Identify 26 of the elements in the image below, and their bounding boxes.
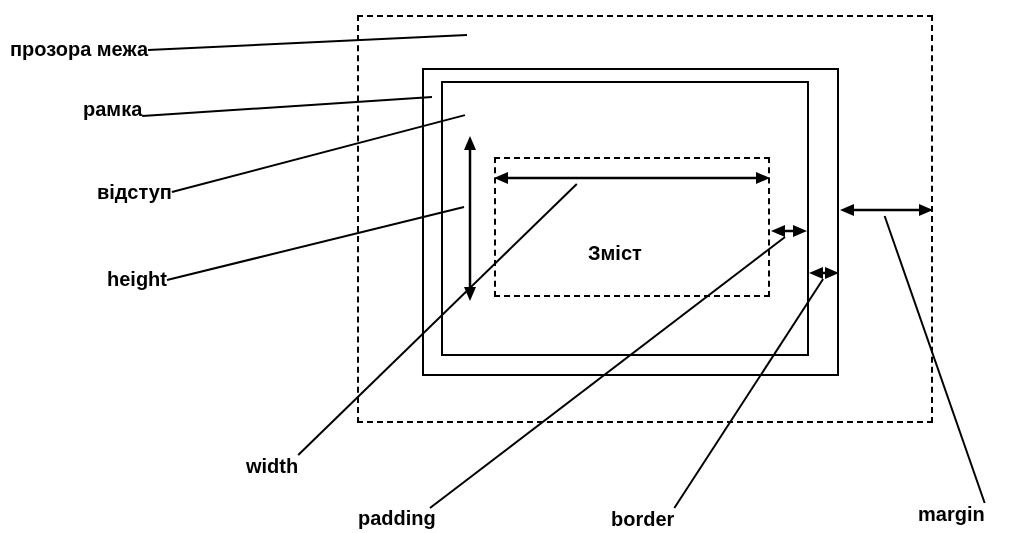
content-label: Зміст	[588, 242, 642, 265]
double-headed-arrow	[809, 267, 839, 279]
leader-line	[673, 278, 825, 509]
callout-label: height	[107, 268, 167, 290]
callout-label: margin	[918, 503, 985, 525]
double-headed-arrow	[840, 204, 933, 216]
callout-label: відступ	[97, 181, 172, 203]
content-box	[494, 157, 770, 297]
leader-line	[429, 236, 787, 509]
callout-label: border	[611, 508, 675, 530]
solid-box	[422, 68, 839, 376]
leader-line	[297, 183, 578, 456]
callout-label: width	[246, 455, 299, 477]
solid-box	[441, 81, 809, 356]
callout-label: padding	[358, 507, 436, 529]
leader-line	[883, 215, 986, 504]
leader-line	[166, 205, 465, 281]
callout-label: прозора межа	[10, 38, 148, 60]
dashed-box	[357, 15, 933, 423]
leader-line	[170, 114, 466, 193]
leader-line	[141, 95, 433, 117]
callout-label: рамка	[83, 98, 143, 120]
leader-line	[147, 34, 468, 51]
double-headed-arrow	[771, 225, 807, 237]
double-headed-arrow	[494, 172, 770, 184]
double-headed-arrow	[464, 136, 476, 301]
